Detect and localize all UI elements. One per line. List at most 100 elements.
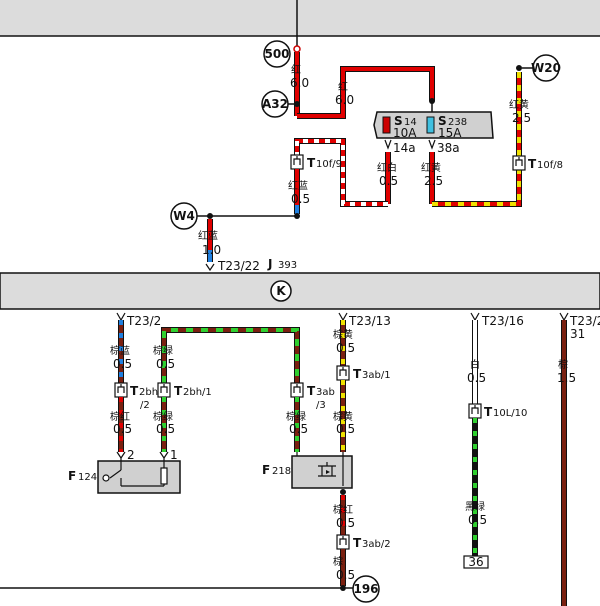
- svg-text:393: 393: [278, 260, 297, 271]
- svg-text:红黄: 红黄: [509, 98, 529, 111]
- svg-text:W4: W4: [173, 209, 195, 223]
- svg-text:3ab/1: 3ab/1: [362, 370, 391, 381]
- svg-text:0.5: 0.5: [379, 174, 398, 188]
- svg-text:红蓝: 红蓝: [288, 179, 308, 192]
- connector-t10l10: T 10L/10: [468, 403, 527, 419]
- svg-text:14a: 14a: [393, 141, 416, 155]
- svg-text:棕红: 棕红: [110, 410, 130, 423]
- svg-text:T23/13: T23/13: [348, 314, 391, 328]
- svg-text:S: S: [438, 114, 447, 128]
- svg-text:T: T: [528, 157, 537, 171]
- svg-text:500: 500: [264, 47, 289, 61]
- svg-text:T: T: [130, 384, 139, 398]
- svg-text:238: 238: [448, 117, 467, 128]
- svg-text:0.5: 0.5: [468, 513, 487, 527]
- svg-text:棕绿: 棕绿: [153, 344, 173, 357]
- fuse-s14: S 14 10A: [382, 114, 417, 140]
- svg-text:0.5: 0.5: [336, 516, 355, 530]
- svg-text:218: 218: [272, 466, 291, 477]
- svg-text:T: T: [307, 156, 316, 170]
- svg-text:1.5: 1.5: [557, 371, 576, 385]
- svg-text:F: F: [68, 469, 76, 483]
- svg-text:2bh/1: 2bh/1: [183, 387, 212, 398]
- svg-text:6.0: 6.0: [335, 93, 354, 107]
- svg-text:红黄: 红黄: [421, 161, 441, 174]
- header-band: [0, 0, 600, 36]
- point-a32: A32: [261, 90, 289, 118]
- svg-text:0.5: 0.5: [336, 341, 355, 355]
- svg-text:196: 196: [353, 582, 378, 596]
- svg-text:T23/2: T23/2: [569, 314, 600, 328]
- fuse-box: S 14 10A S 238 15A: [373, 111, 494, 140]
- svg-text:0.5: 0.5: [156, 357, 175, 371]
- svg-text:3ab/2: 3ab/2: [362, 539, 391, 550]
- connector-t10f9: T 10f/9: [290, 154, 342, 170]
- svg-text:38a: 38a: [437, 141, 460, 155]
- svg-text:W20: W20: [531, 61, 561, 75]
- svg-text:J: J: [267, 257, 272, 271]
- svg-text:棕红: 棕红: [333, 503, 353, 516]
- svg-text:T: T: [353, 536, 362, 550]
- fuse-s238: S 238 15A: [426, 114, 467, 140]
- svg-text:T: T: [307, 384, 316, 398]
- svg-text:A32: A32: [262, 97, 288, 111]
- point-500: 500: [263, 40, 291, 68]
- svg-text:T23/16: T23/16: [481, 314, 524, 328]
- svg-text:/3: /3: [316, 400, 326, 411]
- svg-text:3ab: 3ab: [316, 387, 335, 398]
- connector-t3ab-3: T 3ab /3: [290, 382, 335, 411]
- svg-text:2.5: 2.5: [424, 174, 443, 188]
- svg-text:0.5: 0.5: [336, 568, 355, 582]
- svg-text:0.5: 0.5: [291, 192, 310, 206]
- svg-text:1: 1: [170, 448, 178, 462]
- svg-text:31: 31: [570, 327, 585, 341]
- svg-text:0.5: 0.5: [289, 422, 308, 436]
- svg-text:T: T: [484, 405, 493, 419]
- svg-text:0.5: 0.5: [113, 422, 132, 436]
- svg-text:K: K: [276, 284, 286, 298]
- svg-text:0.5: 0.5: [467, 371, 486, 385]
- terminal-36: 36: [463, 555, 489, 569]
- component-f218: F 218: [262, 452, 353, 489]
- point-196: 196: [352, 575, 380, 603]
- svg-text:/2: /2: [140, 400, 150, 411]
- svg-text:10f/8: 10f/8: [537, 160, 563, 171]
- svg-text:1.0: 1.0: [202, 243, 221, 257]
- svg-text:F: F: [262, 463, 270, 477]
- svg-text:T: T: [174, 384, 183, 398]
- svg-text:2bh: 2bh: [139, 387, 158, 398]
- svg-text:棕黄: 棕黄: [333, 328, 353, 341]
- module-band-k: [0, 272, 600, 310]
- connector-t3ab-1: T 3ab/1: [336, 365, 391, 381]
- svg-text:棕蓝: 棕蓝: [110, 344, 130, 357]
- svg-text:10A: 10A: [393, 126, 417, 140]
- svg-text:10L/10: 10L/10: [493, 408, 527, 419]
- svg-text:红白: 红白: [377, 161, 397, 174]
- svg-text:T23/2: T23/2: [126, 314, 161, 328]
- svg-text:棕黄: 棕黄: [333, 410, 353, 423]
- svg-text:36: 36: [468, 555, 483, 569]
- svg-text:15A: 15A: [438, 126, 462, 140]
- svg-text:124: 124: [78, 472, 97, 483]
- svg-text:T23/22: T23/22: [217, 259, 260, 273]
- connector-t3ab-2: T 3ab/2: [336, 534, 391, 550]
- svg-text:0.5: 0.5: [336, 422, 355, 436]
- point-w20: W20: [531, 54, 561, 82]
- svg-text:黑绿: 黑绿: [465, 500, 485, 513]
- svg-text:棕: 棕: [333, 555, 343, 568]
- point-w4: W4: [170, 202, 198, 230]
- svg-text:棕绿: 棕绿: [153, 410, 173, 423]
- svg-text:0.5: 0.5: [156, 422, 175, 436]
- svg-text:10f/9: 10f/9: [316, 159, 342, 170]
- svg-text:红: 红: [338, 80, 348, 93]
- svg-text:红蓝: 红蓝: [198, 229, 218, 242]
- svg-text:2: 2: [127, 448, 135, 462]
- svg-text:棕: 棕: [558, 358, 568, 371]
- svg-text:6.0: 6.0: [290, 76, 309, 90]
- svg-text:14: 14: [404, 117, 417, 128]
- band-label-k: K: [270, 280, 292, 302]
- component-f124: 2 1 F 124: [68, 448, 181, 494]
- svg-text:红: 红: [291, 63, 301, 76]
- connector-t10f8: T 10f/8: [512, 155, 563, 171]
- connector-t2bh-1: T 2bh/1: [157, 382, 212, 398]
